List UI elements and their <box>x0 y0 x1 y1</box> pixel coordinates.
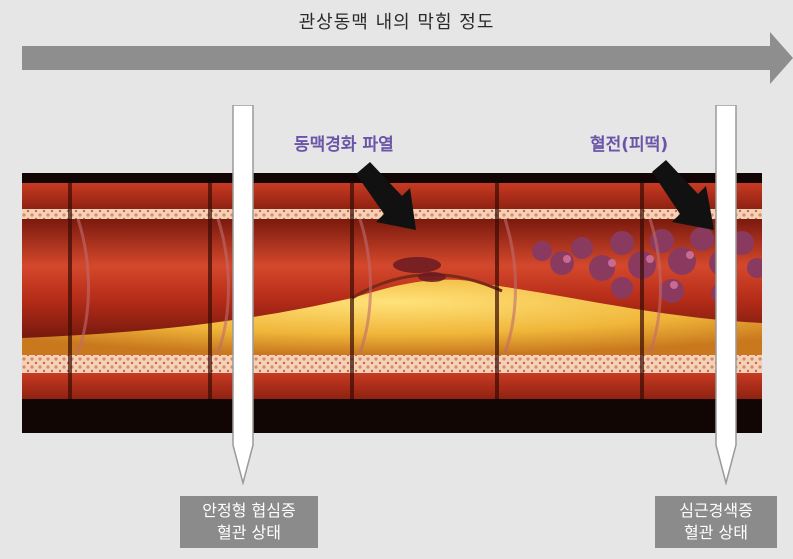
rupture-label: 동맥경화 파열 <box>294 130 394 155</box>
infarction-line1: 심근경색증 <box>661 500 771 522</box>
infarction-line2: 혈관 상태 <box>661 522 771 544</box>
progress-arrow <box>22 28 793 88</box>
left-marker-needle <box>230 105 256 485</box>
right-marker-needle <box>713 105 739 485</box>
stable-angina-state-box: 안정형 협심증 혈관 상태 <box>180 496 318 548</box>
thrombus-label: 혈전(피떡) <box>590 130 668 155</box>
infarction-state-box: 심근경색증 혈관 상태 <box>655 496 777 548</box>
rupture-pointer-arrow <box>350 158 430 238</box>
stable-angina-line1: 안정형 협심증 <box>186 500 312 522</box>
stable-angina-line2: 혈관 상태 <box>186 522 312 544</box>
